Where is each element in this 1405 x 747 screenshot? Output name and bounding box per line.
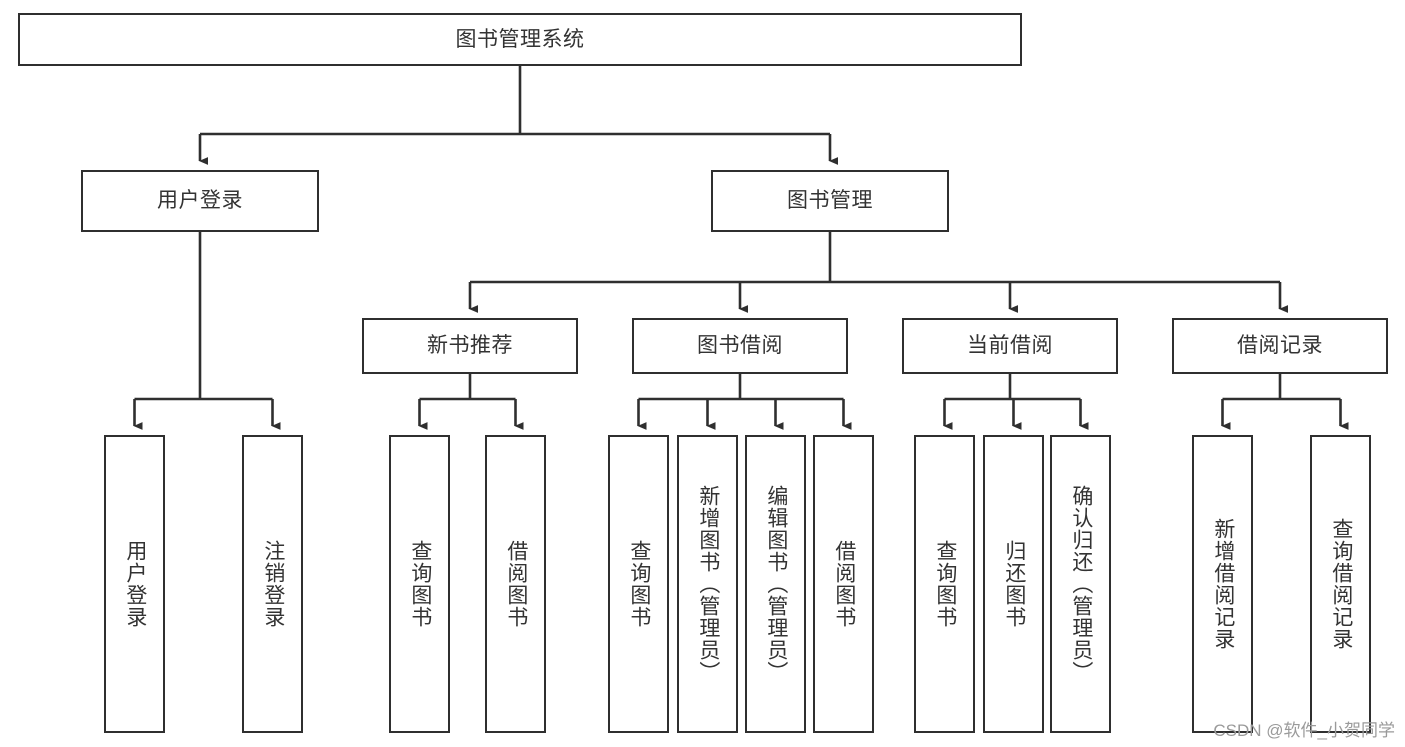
node-current-borrow-label: 当前借阅 bbox=[967, 334, 1053, 358]
node-leaf-query-book-current[interactable]: 查询图书 bbox=[914, 435, 975, 733]
node-new-book-recommend[interactable]: 新书推荐 bbox=[362, 318, 578, 374]
node-leaf-query-borrow-record[interactable]: 查询借阅记录 bbox=[1310, 435, 1371, 733]
node-leaf-query-book-recommend[interactable]: 查询图书 bbox=[389, 435, 450, 733]
node-leaf-edit-book-admin-label: 编辑图书（管理员） bbox=[764, 485, 788, 683]
node-book-management[interactable]: 图书管理 bbox=[711, 170, 949, 232]
node-user-login[interactable]: 用户登录 bbox=[81, 170, 319, 232]
node-leaf-query-book-current-label: 查询图书 bbox=[933, 540, 957, 628]
node-leaf-user-login[interactable]: 用户登录 bbox=[104, 435, 165, 733]
node-leaf-confirm-return-admin[interactable]: 确认归还（管理员） bbox=[1050, 435, 1111, 733]
node-leaf-return-book[interactable]: 归还图书 bbox=[983, 435, 1044, 733]
node-leaf-query-book-recommend-label: 查询图书 bbox=[408, 540, 432, 628]
node-leaf-add-borrow-record-label: 新增借阅记录 bbox=[1211, 518, 1235, 650]
node-book-borrow-label: 图书借阅 bbox=[697, 334, 783, 358]
node-borrow-record[interactable]: 借阅记录 bbox=[1172, 318, 1388, 374]
node-root[interactable]: 图书管理系统 bbox=[18, 13, 1022, 66]
node-current-borrow[interactable]: 当前借阅 bbox=[902, 318, 1118, 374]
node-user-login-label: 用户登录 bbox=[157, 189, 243, 213]
node-leaf-borrow-book-label: 借阅图书 bbox=[832, 540, 856, 628]
node-leaf-confirm-return-admin-label: 确认归还（管理员） bbox=[1069, 485, 1093, 683]
node-leaf-user-login-label: 用户登录 bbox=[123, 540, 147, 628]
node-leaf-return-book-label: 归还图书 bbox=[1002, 540, 1026, 628]
node-leaf-query-book-borrow-label: 查询图书 bbox=[627, 540, 651, 628]
node-leaf-query-borrow-record-label: 查询借阅记录 bbox=[1329, 518, 1353, 650]
node-book-management-label: 图书管理 bbox=[787, 189, 873, 213]
node-leaf-edit-book-admin[interactable]: 编辑图书（管理员） bbox=[745, 435, 806, 733]
node-leaf-logout[interactable]: 注销登录 bbox=[242, 435, 303, 733]
node-leaf-add-book-admin-label: 新增图书（管理员） bbox=[696, 485, 720, 683]
node-book-borrow[interactable]: 图书借阅 bbox=[632, 318, 848, 374]
node-leaf-borrow-book[interactable]: 借阅图书 bbox=[813, 435, 874, 733]
node-borrow-record-label: 借阅记录 bbox=[1237, 334, 1323, 358]
node-new-book-recommend-label: 新书推荐 bbox=[427, 334, 513, 358]
node-leaf-add-book-admin[interactable]: 新增图书（管理员） bbox=[677, 435, 738, 733]
node-leaf-query-book-borrow[interactable]: 查询图书 bbox=[608, 435, 669, 733]
node-leaf-borrow-book-recommend-label: 借阅图书 bbox=[504, 540, 528, 628]
node-leaf-logout-label: 注销登录 bbox=[261, 540, 285, 628]
node-leaf-add-borrow-record[interactable]: 新增借阅记录 bbox=[1192, 435, 1253, 733]
node-root-label: 图书管理系统 bbox=[455, 27, 585, 51]
node-leaf-borrow-book-recommend[interactable]: 借阅图书 bbox=[485, 435, 546, 733]
